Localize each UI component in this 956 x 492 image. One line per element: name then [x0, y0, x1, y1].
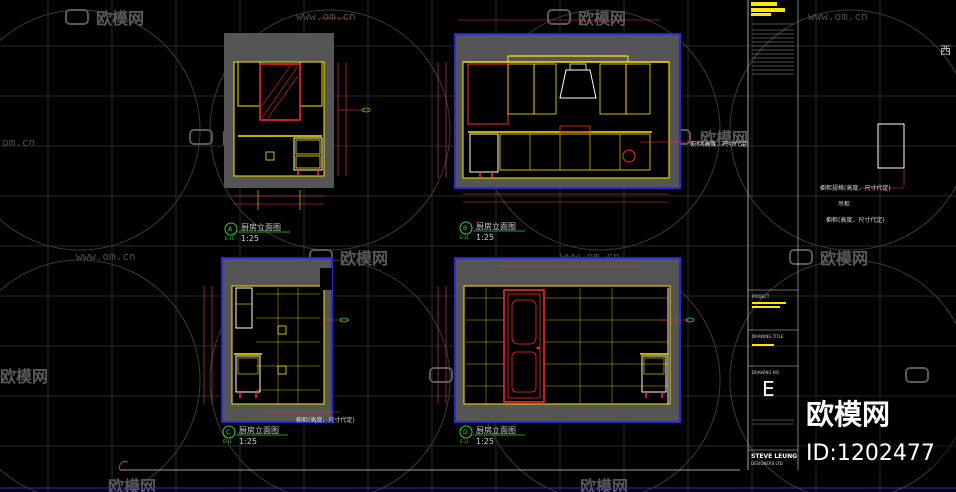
detail-note: 橱柜规格(高度、尺寸代定): [820, 184, 891, 192]
elevation-scale: 1:25: [476, 233, 494, 242]
door: [503, 289, 545, 403]
elevation-scale: 1:25: [239, 437, 257, 446]
base-cabinet: [293, 137, 323, 171]
base-cabinet: [641, 355, 667, 393]
watermark-brand: 欧模网: [108, 477, 156, 492]
detail-note: 吊柜: [838, 200, 850, 208]
company-name: STEVE LEUNG: [751, 453, 797, 460]
watermark-brand: 欧模网: [820, 249, 868, 268]
watermark-brand: 欧模网: [0, 367, 48, 386]
elevation-frame: [463, 285, 671, 405]
elevation-title: 厨房立面图: [239, 425, 279, 435]
watermark-brand: 欧模网: [96, 9, 144, 28]
watermark-site: www.om.cn: [808, 10, 868, 23]
elevation-frame: [462, 61, 670, 179]
frame-border: [454, 257, 681, 423]
right-detail[interactable]: 橱柜规格(高度、尺寸代定) 吊柜 橱柜(高度、尺寸代定) 西: [820, 44, 951, 224]
base-cabinet: [469, 133, 499, 173]
frame-border: [454, 33, 681, 189]
elevation-title: 厨房立面图: [476, 221, 516, 231]
cabinet-note: 橱柜(高度、尺寸代定): [690, 140, 749, 148]
sheet-ref: E-11: [223, 439, 233, 444]
title-block[interactable]: PROJECT DRAWING TITLE DRAWING NO. E STEV…: [747, 0, 799, 470]
elevation-frame: [233, 61, 325, 177]
project-label: PROJECT: [752, 294, 770, 299]
watermark-brand: 欧模网: [700, 129, 748, 148]
elevation-title: 厨房立面图: [241, 222, 281, 232]
elevation-c[interactable]: 橱柜(高度、尺寸代定) C E-11 厨房立面图 1:25: [203, 257, 355, 446]
sheet-ref: E-11: [460, 439, 470, 444]
watermark-site: om.cn: [2, 136, 35, 149]
sheet-ref: E-11: [460, 235, 470, 240]
watermark-brand: 欧模网: [580, 477, 628, 492]
edge-character: 西: [940, 44, 951, 57]
badge-brand: 欧模网: [806, 398, 890, 431]
drawing-title-label: DRAWING TITLE: [752, 334, 784, 339]
detail-box: [877, 123, 905, 169]
elevation-id: A: [228, 226, 233, 233]
elevation-d[interactable]: D E-11 厨房立面图 1:25: [437, 257, 695, 446]
elevation-id: C: [226, 429, 230, 436]
elevation-scale: 1:25: [241, 234, 259, 243]
watermark-site: www.om.cn: [76, 250, 136, 263]
drawing-no-label: DRAWING NO.: [752, 370, 780, 375]
elevation-scale: 1:25: [476, 437, 494, 446]
brand-badge: 欧模网 ID:1202477: [800, 396, 956, 468]
drawing-number: E: [762, 377, 775, 401]
elevation-id: B: [463, 225, 467, 232]
sheet-border: [0, 460, 956, 489]
window: [259, 63, 301, 121]
watermark-site: www.om.cn: [296, 10, 356, 23]
watermark-brand: 欧模网: [340, 249, 388, 268]
elevation-title: 厨房立面图: [476, 425, 516, 435]
appliance: [622, 149, 636, 163]
badge-id: ID:1202477: [806, 441, 935, 466]
elevation-b[interactable]: 橱柜(高度、尺寸代定) B E-11 厨房立面图 1:25: [437, 19, 749, 242]
sheet-ref: E-11: [225, 236, 235, 241]
elevation-a[interactable]: A E-11 厨房立面图 1:25: [224, 17, 371, 243]
company-subtitle: DESIGNERS LTD: [751, 461, 783, 466]
base-cabinet: [235, 355, 261, 393]
frame-border: [221, 257, 333, 423]
detail-note: 橱柜(高度、尺寸代定): [826, 216, 885, 224]
cabinet-note: 橱柜(高度、尺寸代定): [296, 416, 355, 424]
watermark-brand: 欧模网: [578, 9, 626, 28]
elevation-id: D: [463, 429, 468, 436]
